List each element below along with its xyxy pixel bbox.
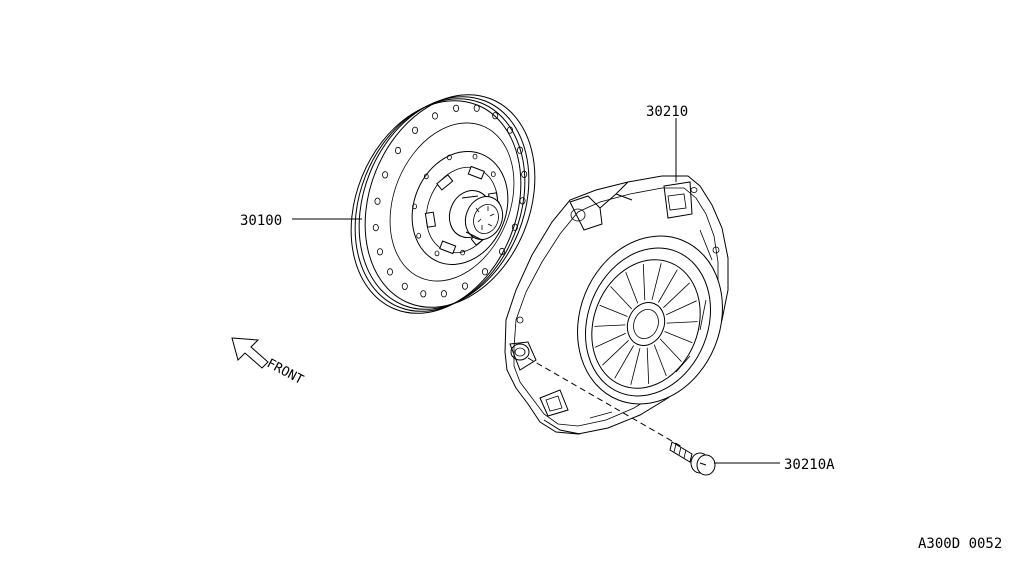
front-arrow-icon [231,337,269,369]
rivet [446,154,452,161]
diaphragm-finger [610,286,633,310]
rivet [416,233,422,239]
cover-bolt [527,357,716,476]
rivet [490,171,496,178]
rivet [461,282,468,290]
diaphragm-finger [658,269,678,303]
rivet [511,223,518,231]
rivet [434,250,440,257]
rivet [481,268,488,276]
rivet [498,247,505,256]
diaphragm-finger [666,300,697,316]
rivet [431,112,438,120]
damper-spring [436,174,454,191]
diaphragm-finger [666,321,698,324]
damper-spring [424,211,437,228]
rivet [386,268,393,276]
diaphragm-finger [642,263,646,301]
rivet [411,126,418,134]
front-label: FRONT [264,356,306,388]
damper-spring [439,240,457,255]
diaphragm-finger [651,263,662,300]
diaphragm-finger [614,345,634,379]
diaphragm-finger [599,304,628,317]
diaphragm-finger [646,347,650,385]
diaphragm-finger [625,271,639,304]
diaphragm-finger [663,282,690,308]
rivet [472,153,478,160]
diaphragm-finger [659,338,682,362]
rivet [521,170,528,178]
callout-30210a: 30210A [784,457,835,473]
rivet [506,126,513,134]
figure-code: A300D 0052 [918,536,1002,552]
rivet [517,146,524,154]
diaphragm-finger [653,344,667,377]
callout-30100: 30100 [240,213,282,229]
rivet [372,224,379,232]
rivet [440,290,447,298]
diaphragm-finger [602,340,629,366]
clutch-cover [504,175,729,435]
damper-spring [467,165,485,180]
rivet [401,282,408,290]
diaphragm-finger [664,331,693,344]
diaphragm-finger [594,324,626,327]
diaphragm-finger [595,332,626,348]
rivet [394,146,401,155]
rivet [420,290,427,298]
clutch-disc [350,94,536,314]
callout-30210: 30210 [646,104,688,120]
rivet [453,104,460,112]
rivet [519,197,526,205]
rivet [374,197,381,205]
rivet [492,112,499,120]
rivet [382,171,389,179]
rivet [473,104,480,112]
rivet [376,248,383,256]
diaphragm-finger [630,348,641,385]
